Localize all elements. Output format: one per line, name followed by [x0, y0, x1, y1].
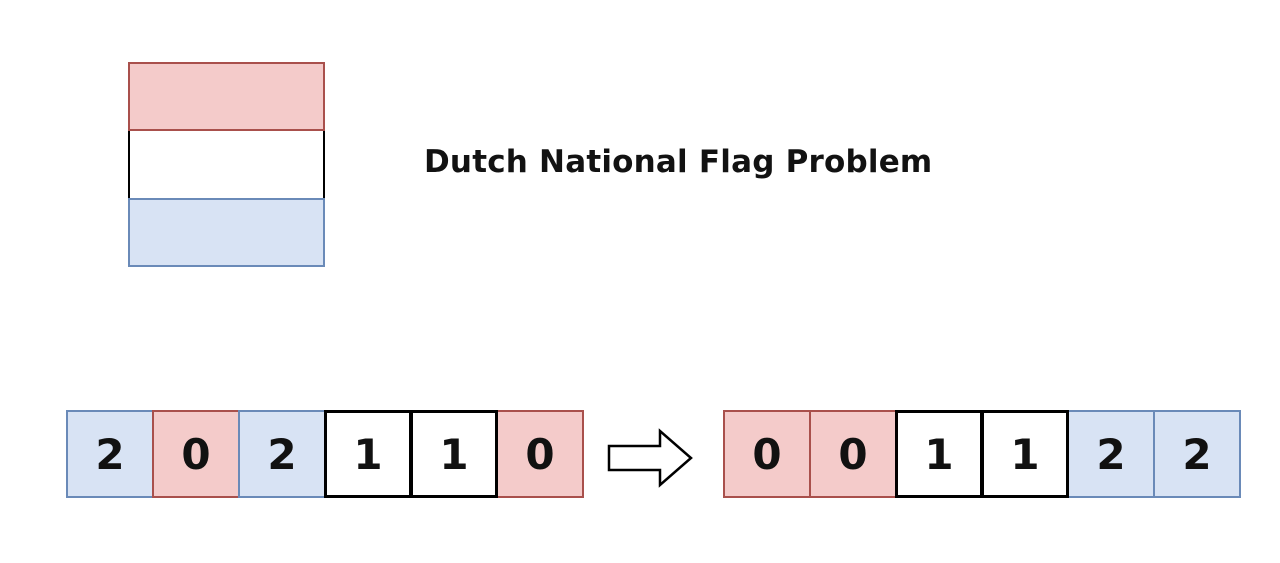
- array-cell-white: 1: [410, 410, 498, 498]
- array-cell-blue: 2: [66, 410, 154, 498]
- array-cell-blue: 2: [238, 410, 326, 498]
- array-cell-red: 0: [152, 410, 240, 498]
- dutch-flag: [128, 62, 325, 267]
- array-cell-white: 1: [324, 410, 412, 498]
- array-cell-white: 1: [981, 410, 1069, 498]
- right-arrow-icon: [607, 428, 693, 488]
- array-cell-red: 0: [496, 410, 584, 498]
- white-stripe: [128, 131, 325, 198]
- red-stripe: [128, 62, 325, 131]
- array-cell-white: 1: [895, 410, 983, 498]
- blue-stripe: [128, 198, 325, 267]
- array-cell-blue: 2: [1153, 410, 1241, 498]
- array-cell-blue: 2: [1067, 410, 1155, 498]
- diagram-title: Dutch National Flag Problem: [424, 144, 933, 180]
- array-cell-red: 0: [809, 410, 897, 498]
- array-cell-red: 0: [723, 410, 811, 498]
